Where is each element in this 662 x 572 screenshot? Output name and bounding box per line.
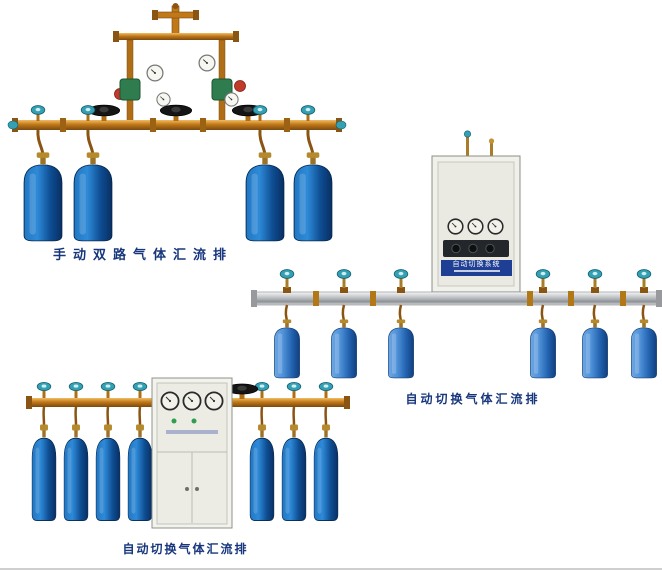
pipe-valves [279, 269, 652, 293]
pressure-gauge-icon [224, 92, 239, 107]
control-knob [468, 243, 478, 254]
teal-handwheel-icon [300, 105, 316, 115]
cabinet-nameplate-subtext-bar [453, 270, 500, 272]
gas-cylinder [63, 424, 89, 522]
teal-handwheel-icon [100, 382, 116, 391]
aluminum-manifold-pipe [251, 290, 662, 307]
pipe-valves [30, 104, 316, 121]
teal-handwheel-icon [393, 269, 409, 279]
teal-handwheel-icon [535, 269, 551, 279]
gas-cylinder [127, 424, 153, 522]
end-valve-teal [7, 120, 19, 130]
end-valve-teal [335, 120, 347, 130]
cabinet-nameplate: 自动切换系统 [441, 260, 512, 276]
black-handwheel-icon [159, 104, 193, 117]
pressure-gauge-icon [146, 64, 164, 82]
gas-cylinder [73, 151, 113, 242]
pressure-regulator-right [198, 54, 246, 107]
teal-handwheel-icon [286, 382, 302, 391]
teal-handwheel-icon [636, 269, 652, 279]
panel-gauge-icon [467, 218, 484, 235]
gas-cylinder [23, 151, 63, 242]
gas-cylinder [331, 319, 357, 379]
teal-handwheel-icon [318, 382, 334, 391]
top-fitting-icon [488, 138, 495, 144]
teal-handwheel-icon [279, 269, 295, 279]
teal-handwheel-icon [80, 105, 96, 115]
door-handle [185, 487, 189, 491]
gas-cylinder [388, 319, 414, 379]
teal-handwheel-icon [68, 382, 84, 391]
main-manifold-pipe [7, 118, 347, 132]
gas-cylinder [582, 319, 608, 379]
teal-handwheel-icon [336, 269, 352, 279]
gas-cylinder [31, 424, 57, 522]
teal-handwheel-icon [30, 105, 46, 115]
panel-gauge-icon [447, 218, 464, 235]
connection-hoses [36, 129, 315, 157]
gas-cylinder [530, 319, 556, 379]
figure-manual-dual-manifold [7, 3, 347, 242]
indicator-light [171, 418, 177, 424]
teal-handwheel-icon [252, 105, 268, 115]
panel-gauge-icon [204, 391, 224, 411]
figure-auto-switch-cabinet [26, 377, 350, 529]
gas-cylinder [313, 424, 339, 522]
caption-auto-switch-wall: 自动切换气体汇流排 [405, 392, 541, 406]
pressure-regulator-left [114, 64, 171, 107]
teal-handwheel-icon [36, 382, 52, 391]
caption-manual-dual: 手动双路气体汇流排 [52, 247, 233, 262]
teal-handwheel-icon [587, 269, 603, 279]
gas-cylinder [293, 151, 333, 242]
control-knob [485, 243, 495, 254]
caption-auto-switch-cabinet: 自动切换气体汇流排 [122, 542, 249, 556]
regulator-body [119, 78, 141, 101]
door-handle [195, 487, 199, 491]
regulator-knob [234, 80, 246, 92]
gas-cylinder [95, 424, 121, 522]
gas-cylinder [631, 319, 657, 379]
pressure-gauge-icon [198, 54, 216, 72]
panel-gauge-icon [160, 391, 180, 411]
control-knob [451, 243, 461, 254]
top-valve-icon [463, 130, 471, 138]
pipe-valves [36, 382, 334, 399]
pressure-gauge-icon [156, 92, 171, 107]
panel-gauge-icon [182, 391, 202, 411]
teal-handwheel-icon [132, 382, 148, 391]
cabinet-nameplate-text: 自动切换系统 [452, 261, 501, 268]
gas-cylinder [245, 151, 285, 242]
gas-cylinder [249, 424, 275, 522]
bottom-rule [0, 568, 662, 570]
connection-hoses [42, 406, 328, 426]
connection-hoses [284, 304, 646, 322]
panel-gauge-icon [487, 218, 504, 235]
floor-cabinet [151, 377, 233, 529]
label-plate [166, 430, 218, 434]
indicator-light [191, 418, 197, 424]
gas-cylinder [281, 424, 307, 522]
gas-cylinder [274, 319, 300, 379]
